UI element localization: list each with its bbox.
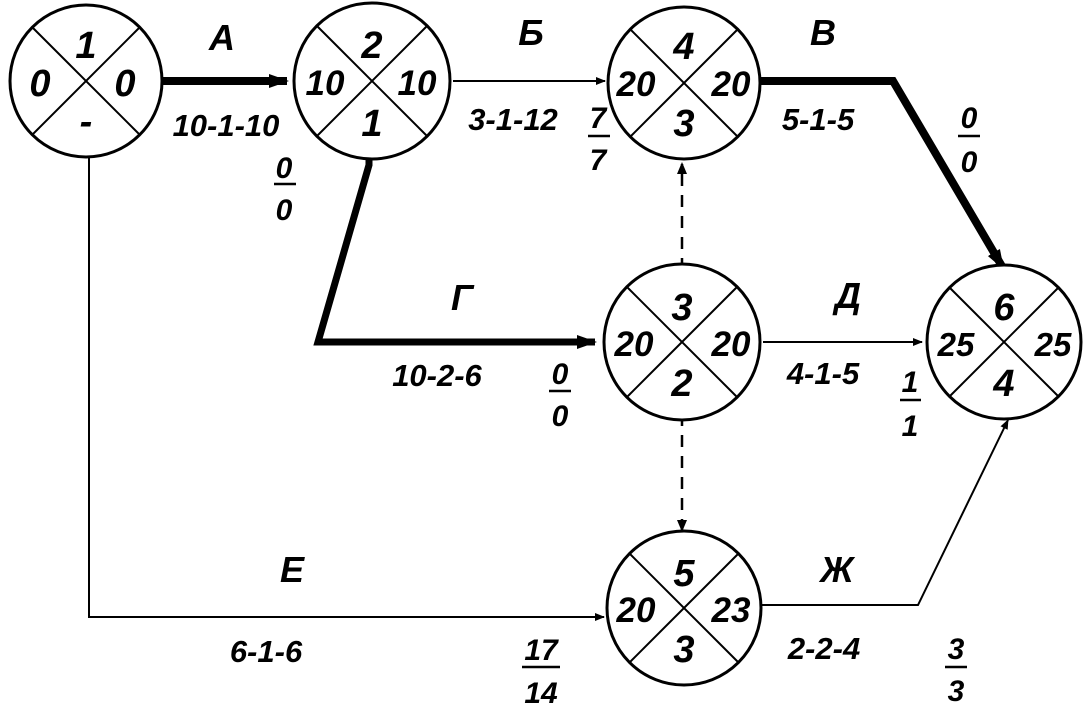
edge-v-params: 5-1-5 [782, 102, 855, 137]
node-5-top: 6 [993, 287, 1015, 329]
edge-v-reserve-bottom: 0 [961, 146, 978, 179]
edge-d-reserve-bottom: 1 [902, 410, 919, 443]
node-4-bottom: 2 [670, 363, 692, 405]
edge-b-params: 3-1-12 [468, 102, 558, 137]
node-3-right: 20 [711, 65, 751, 104]
edge-g-reserve-bottom: 0 [552, 400, 569, 433]
node-5-left: 25 [937, 326, 975, 363]
edge-g-name: Г [451, 277, 475, 318]
node-6: 5 20 23 3 [605, 529, 763, 687]
edge-a-params: 10-1-10 [173, 108, 280, 143]
edge-zh-name: Ж [818, 549, 855, 590]
edge-d-name: Д [832, 275, 861, 316]
node-1: 1 0 0 - [8, 3, 164, 159]
node-5: 6 25 25 4 [925, 263, 1083, 421]
node-5-right: 25 [1034, 326, 1072, 363]
node-1-right: 0 [114, 63, 135, 105]
node-1-left: 0 [29, 63, 50, 105]
node-5-bottom: 4 [992, 363, 1014, 405]
node-4-right: 20 [711, 325, 751, 364]
edge-v-name: В [810, 12, 836, 53]
edge-zh-reserve-top: 3 [948, 633, 965, 666]
node-3-bottom: 3 [673, 103, 694, 145]
node-3-top: 4 [672, 26, 694, 68]
edge-zh-reserve-bottom: 3 [948, 675, 965, 708]
edge-v-reserve-top: 0 [961, 102, 978, 135]
node-1-bottom: - [80, 101, 93, 143]
edge-d-reserve-top: 1 [902, 366, 919, 399]
edge-a-reserve-top: 0 [276, 152, 293, 185]
edge-e-reserve-bottom: 14 [524, 677, 558, 710]
edge-zh-params: 2-2-4 [787, 631, 860, 666]
node-2-right: 10 [398, 64, 437, 103]
node-6-left: 20 [616, 591, 656, 630]
edge-g-params: 10-2-6 [392, 358, 482, 393]
edge-b-reserve-bottom: 7 [590, 144, 608, 177]
node-6-right: 23 [711, 591, 751, 630]
edge-e-name: Е [280, 549, 305, 590]
node-1-top: 1 [75, 25, 96, 67]
node-2-top: 2 [360, 25, 382, 67]
edge-a-reserve-bottom: 0 [276, 194, 293, 227]
edge-b-name: Б [518, 12, 544, 53]
node-3-left: 20 [616, 65, 656, 104]
node-4-top: 3 [671, 287, 692, 329]
node-3: 4 20 20 3 [606, 5, 762, 161]
edge-b-reserve-top: 7 [590, 102, 608, 135]
edge-v-line [760, 77, 1007, 271]
node-4-left: 20 [614, 325, 654, 364]
edge-e-reserve-top: 17 [524, 634, 559, 667]
node-2-bottom: 1 [361, 103, 382, 145]
node-4: 3 20 20 2 [602, 262, 762, 422]
edge-g-reserve-top: 0 [552, 358, 569, 391]
edge-a-name: А [208, 17, 235, 58]
node-2-left: 10 [306, 64, 345, 103]
edge-e-line [88, 158, 605, 621]
node-6-top: 5 [673, 553, 695, 595]
edge-d-params: 4-1-5 [786, 356, 860, 391]
node-2: 2 10 10 1 [292, 1, 452, 161]
edge-zh-line [762, 419, 1009, 606]
node-6-bottom: 3 [673, 629, 694, 671]
edge-e-params: 6-1-6 [230, 634, 303, 669]
